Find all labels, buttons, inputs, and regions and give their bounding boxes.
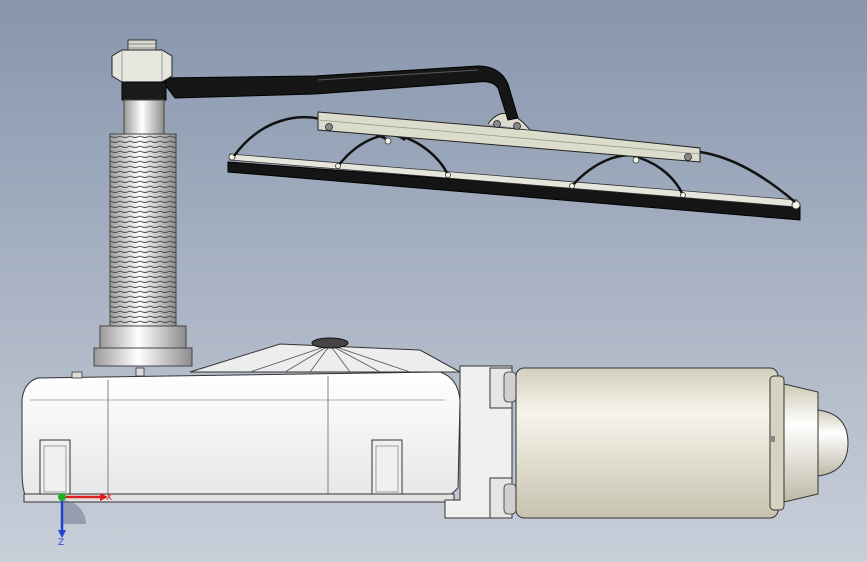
motor-can [515,367,779,519]
triad-x-arrowhead [100,493,108,501]
shaft-base-flange [93,347,193,367]
triad-z-arrowhead [58,530,66,538]
shaft-upper [123,99,165,135]
wiper-blade-assembly[interactable] [159,65,801,221]
motor-end-cap [783,383,819,503]
wiper-arm [159,65,519,121]
gearbox-housing[interactable] [21,337,461,503]
shaft-hex-nut [111,49,173,83]
carrier-hole-center-a [493,120,501,128]
gearbox-ribs [249,344,411,373]
housing-foot-right [371,439,403,497]
electric-motor[interactable] [444,365,849,519]
coordinate-triad: X Z [58,493,112,548]
motor-bearing-dome [817,409,849,477]
triad-y-axis [58,493,66,501]
carrier-hole-right [684,153,692,161]
wiper-blade-rail [229,153,798,208]
motor-bolt-top [503,371,517,403]
carrier-hole-left [325,123,333,131]
housing-base-plate [23,493,455,503]
motor-bolt-bottom [503,483,517,515]
wiper-blade-rubber [227,161,801,221]
gearbox-center-cap [311,337,349,349]
carrier-hole-center-b [513,122,521,130]
yoke-pivot-pins [335,137,686,198]
blade-end-cap-right [791,200,801,210]
triad-z-label: Z [58,538,64,548]
shaft-collar [121,81,167,101]
shaft-base-ring [99,325,187,349]
output-shaft-assembly[interactable] [93,39,193,367]
triad-x-label: X [106,493,112,503]
gearbox-top-dome [189,343,461,373]
housing-foot-left [39,439,71,497]
